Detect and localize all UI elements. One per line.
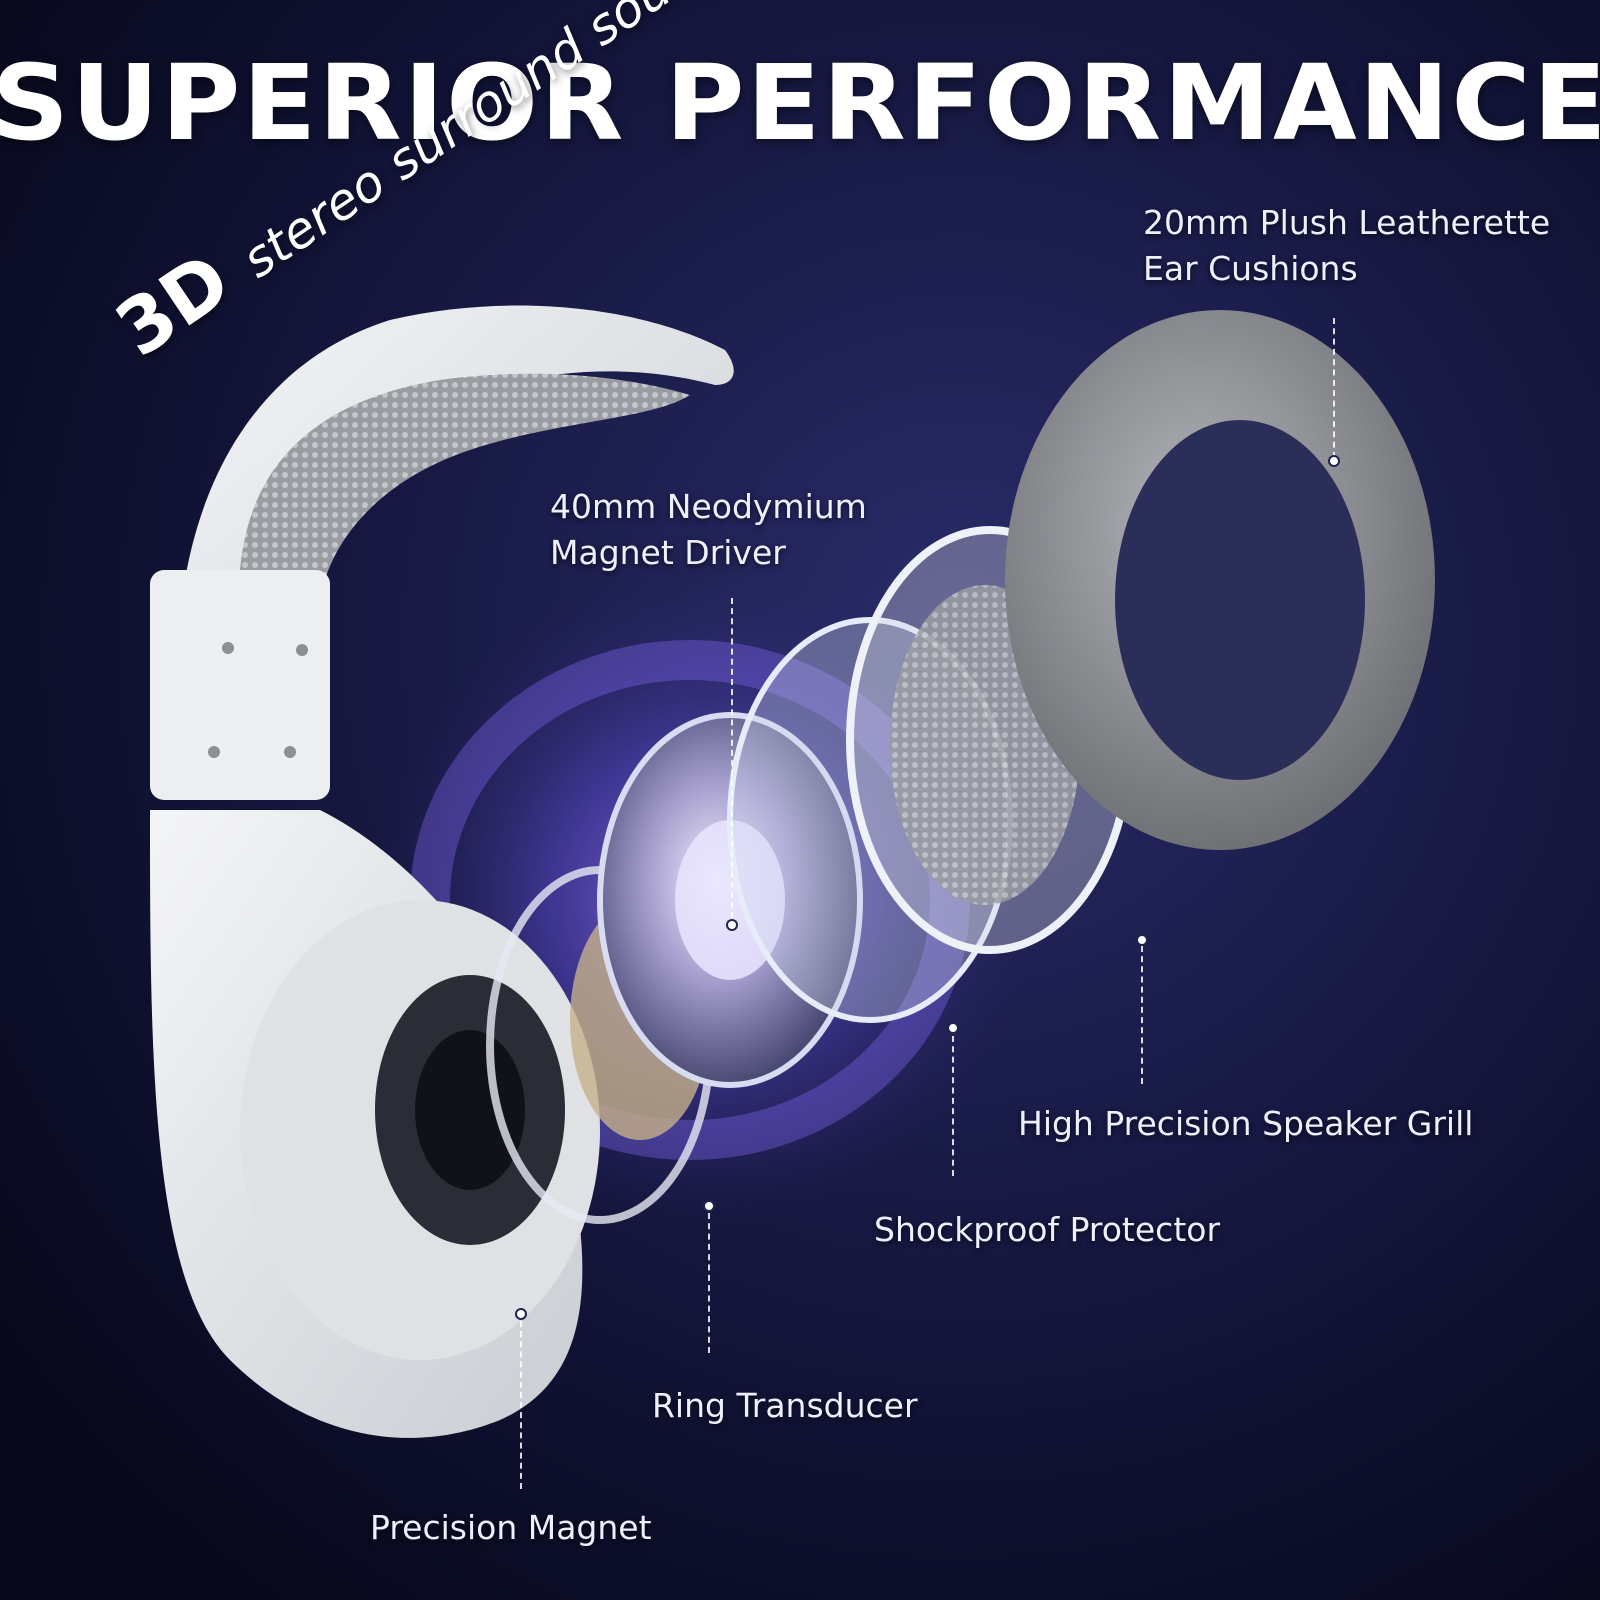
leader-dot-driver [726,919,738,931]
leader-dot-precision-magnet [515,1308,527,1320]
ear-cushion-hole [1115,420,1365,780]
leader-line-driver [731,598,733,918]
slider-hole [208,746,220,758]
callout-ear-cushions-line2: Ear Cushions [1143,249,1358,288]
leader-dot-ear-cushions [1328,455,1340,467]
callout-shockproof-protector: Shockproof Protector [874,1210,1221,1249]
callout-ear-cushions-line1: 20mm Plush Leatherette [1143,203,1551,242]
leader-dot-shockproof [947,1022,959,1034]
leader-line-shockproof [952,1036,954,1176]
leader-line-speaker-grill [1141,946,1143,1084]
headband-slider [150,570,330,800]
callout-speaker-grill: High Precision Speaker Grill [1018,1104,1474,1143]
leader-line-ring-transducer [708,1213,710,1353]
leader-line-precision-magnet [520,1321,522,1489]
callout-ring-transducer: Ring Transducer [652,1386,918,1425]
page-title: SUPERIOR PERFORMANCE [0,42,1600,164]
precision-magnet-core [415,1030,525,1190]
callout-ear-cushions: 20mm Plush Leatherette Ear Cushions [1143,200,1550,292]
callout-precision-magnet: Precision Magnet [370,1508,652,1547]
headband-padding [240,373,690,600]
callout-driver-line1: 40mm Neodymium [550,487,867,526]
leader-line-ear-cushions [1333,318,1335,458]
callout-driver: 40mm Neodymium Magnet Driver [550,484,867,576]
slider-hole [222,642,234,654]
leader-dot-speaker-grill [1136,934,1148,946]
slider-hole [296,644,308,656]
leader-dot-ring-transducer [703,1200,715,1212]
callout-driver-line2: Magnet Driver [550,533,786,572]
slider-hole [284,746,296,758]
